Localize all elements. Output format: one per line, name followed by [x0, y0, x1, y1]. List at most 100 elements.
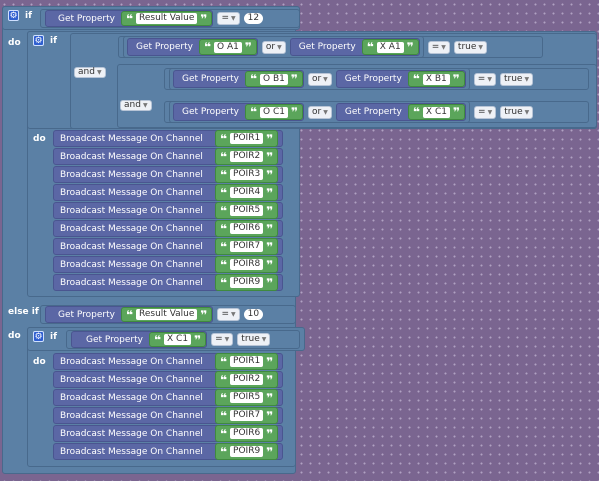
string-value[interactable]: O A1 [214, 41, 242, 53]
string-value[interactable]: POIR3 [230, 169, 264, 180]
string-value[interactable]: X A1 [376, 41, 404, 53]
string-block[interactable]: ❝POIR5❞ [215, 202, 279, 219]
operator-dropdown[interactable]: =▼ [474, 105, 497, 119]
get-property-block[interactable]: Get Property ❝X C1❞ [335, 103, 467, 121]
else-if-compare-block[interactable]: Get Property ❝Result Value❞ =▼ 10 [40, 305, 296, 324]
broadcast-block[interactable]: Broadcast Message On Channel❝POIR7❞ [53, 407, 283, 424]
string-value[interactable]: POIR7 [230, 241, 264, 252]
broadcast-block[interactable]: Broadcast Message On Channel❝POIR9❞ [53, 443, 283, 460]
compare-block-2[interactable]: Get Property ❝O B1❞ or▼ Get Property ❝X … [164, 68, 589, 90]
string-block[interactable]: ❝X C1❞ [148, 332, 207, 347]
string-value[interactable]: Result Value [136, 13, 198, 24]
gear-icon[interactable]: ⚙ [33, 331, 44, 342]
get-property-block[interactable]: Get Property ❝Result Value❞ [45, 306, 214, 323]
number-value[interactable]: 10 [243, 309, 264, 320]
get-property-block[interactable]: Get Property ❝X C1❞ [71, 331, 208, 348]
string-value[interactable]: POIR7 [230, 410, 264, 421]
get-property-block[interactable]: Get Property ❝X A1❞ [289, 38, 420, 56]
boolean-dropdown[interactable]: true▼ [453, 40, 488, 54]
broadcast-block[interactable]: Broadcast Message On Channel❝POIR4❞ [53, 184, 283, 201]
string-value[interactable]: POIR6 [230, 428, 264, 439]
gear-icon[interactable]: ⚙ [33, 35, 44, 46]
string-block[interactable]: ❝Result Value❞ [120, 307, 213, 322]
broadcast-block[interactable]: Broadcast Message On Channel❝POIR5❞ [53, 389, 283, 406]
string-block[interactable]: ❝POIR6❞ [215, 220, 279, 237]
broadcast-block[interactable]: Broadcast Message On Channel❝POIR6❞ [53, 220, 283, 237]
string-block[interactable]: ❝POIR4❞ [215, 184, 279, 201]
get-property-block[interactable]: Get Property ❝X B1❞ [335, 70, 466, 88]
broadcast-block[interactable]: Broadcast Message On Channel❝POIR1❞ [53, 130, 283, 147]
string-value[interactable]: POIR4 [230, 187, 264, 198]
string-block[interactable]: ❝POIR7❞ [215, 407, 279, 424]
broadcast-block[interactable]: Broadcast Message On Channel❝POIR3❞ [53, 166, 283, 183]
string-value[interactable]: O C1 [260, 106, 288, 118]
gear-icon[interactable]: ⚙ [8, 10, 19, 21]
string-block[interactable]: ❝O C1❞ [244, 104, 304, 120]
string-block[interactable]: ❝POIR5❞ [215, 389, 279, 406]
broadcast-block[interactable]: Broadcast Message On Channel❝POIR8❞ [53, 256, 283, 273]
string-value[interactable]: POIR2 [230, 151, 264, 162]
string-block[interactable]: ❝POIR9❞ [215, 274, 279, 291]
broadcast-block[interactable]: Broadcast Message On Channel❝POIR5❞ [53, 202, 283, 219]
string-block[interactable]: ❝POIR1❞ [215, 353, 279, 370]
operator-dropdown[interactable]: =▼ [217, 12, 240, 25]
operator-dropdown[interactable]: =▼ [427, 40, 450, 54]
operator-dropdown[interactable]: =▼ [211, 333, 234, 346]
operator-dropdown[interactable]: =▼ [473, 72, 496, 86]
or-block-2[interactable]: Get Property ❝O B1❞ or▼ Get Property ❝X … [169, 68, 470, 90]
string-value[interactable]: X C1 [422, 106, 450, 118]
string-block[interactable]: ❝O B1❞ [244, 71, 303, 87]
string-value[interactable]: POIR5 [230, 205, 264, 216]
string-block[interactable]: ❝POIR8❞ [215, 256, 279, 273]
or-block-3[interactable]: Get Property ❝O C1❞ or▼ Get Property ❝X … [169, 101, 471, 123]
string-value[interactable]: O B1 [260, 73, 288, 85]
or-dropdown[interactable]: or▼ [261, 40, 286, 54]
get-property-block[interactable]: Get Property ❝O B1❞ [173, 70, 304, 88]
string-block[interactable]: ❝POIR2❞ [215, 148, 279, 165]
string-block[interactable]: ❝POIR9❞ [215, 443, 279, 460]
string-block[interactable]: ❝X A1❞ [361, 39, 419, 55]
broadcast-block[interactable]: Broadcast Message On Channel❝POIR2❞ [53, 148, 283, 165]
string-value[interactable]: POIR2 [230, 374, 264, 385]
string-value[interactable]: POIR6 [230, 223, 264, 234]
get-property-block[interactable]: Get Property ❝O A1❞ [127, 38, 258, 56]
broadcast-block[interactable]: Broadcast Message On Channel❝POIR7❞ [53, 238, 283, 255]
or-block-1[interactable]: Get Property ❝O A1❞ or▼ Get Property ❝X … [123, 36, 424, 58]
string-block[interactable]: ❝POIR1❞ [215, 130, 279, 147]
boolean-dropdown[interactable]: true▼ [499, 72, 534, 86]
get-property-block[interactable]: Get Property ❝ Result Value ❞ [45, 10, 214, 27]
and-dropdown[interactable]: and▼ [74, 67, 106, 78]
string-block[interactable]: ❝POIR3❞ [215, 166, 279, 183]
string-value[interactable]: POIR1 [230, 356, 264, 367]
string-block[interactable]: ❝POIR7❞ [215, 238, 279, 255]
string-block[interactable]: ❝ Result Value ❞ [120, 11, 213, 26]
compare-block-1[interactable]: Get Property ❝O A1❞ or▼ Get Property ❝X … [118, 36, 543, 58]
boolean-dropdown[interactable]: true▼ [237, 333, 271, 346]
string-value[interactable]: X B1 [422, 73, 450, 85]
boolean-dropdown[interactable]: true▼ [500, 105, 534, 119]
broadcast-block[interactable]: Broadcast Message On Channel❝POIR1❞ [53, 353, 283, 370]
get-property-block[interactable]: Get Property ❝O C1❞ [173, 103, 305, 121]
string-value[interactable]: X C1 [164, 334, 192, 345]
inner-if2-compare-block[interactable]: Get Property ❝X C1❞ =▼ true▼ [66, 330, 300, 349]
broadcast-block[interactable]: Broadcast Message On Channel❝POIR9❞ [53, 274, 283, 291]
and-dropdown[interactable]: and▼ [120, 100, 152, 111]
string-value[interactable]: POIR5 [230, 392, 264, 403]
string-value[interactable]: POIR9 [230, 446, 264, 457]
number-value[interactable]: 12 [243, 13, 264, 24]
or-dropdown[interactable]: or▼ [308, 105, 332, 119]
broadcast-block[interactable]: Broadcast Message On Channel❝POIR6❞ [53, 425, 283, 442]
string-value[interactable]: POIR1 [230, 133, 264, 144]
or-dropdown[interactable]: or▼ [307, 72, 332, 86]
outer-compare-block[interactable]: Get Property ❝ Result Value ❞ =▼ 12 [40, 9, 300, 28]
string-block[interactable]: ❝POIR2❞ [215, 371, 279, 388]
operator-dropdown[interactable]: =▼ [217, 308, 240, 321]
compare-block-3[interactable]: Get Property ❝O C1❞ or▼ Get Property ❝X … [164, 101, 589, 123]
broadcast-block[interactable]: Broadcast Message On Channel❝POIR2❞ [53, 371, 283, 388]
string-block[interactable]: ❝X B1❞ [407, 71, 465, 87]
string-block[interactable]: ❝POIR6❞ [215, 425, 279, 442]
string-block[interactable]: ❝X C1❞ [407, 104, 466, 120]
string-value[interactable]: POIR9 [230, 277, 264, 288]
string-value[interactable]: POIR8 [230, 259, 264, 270]
string-block[interactable]: ❝O A1❞ [198, 39, 257, 55]
